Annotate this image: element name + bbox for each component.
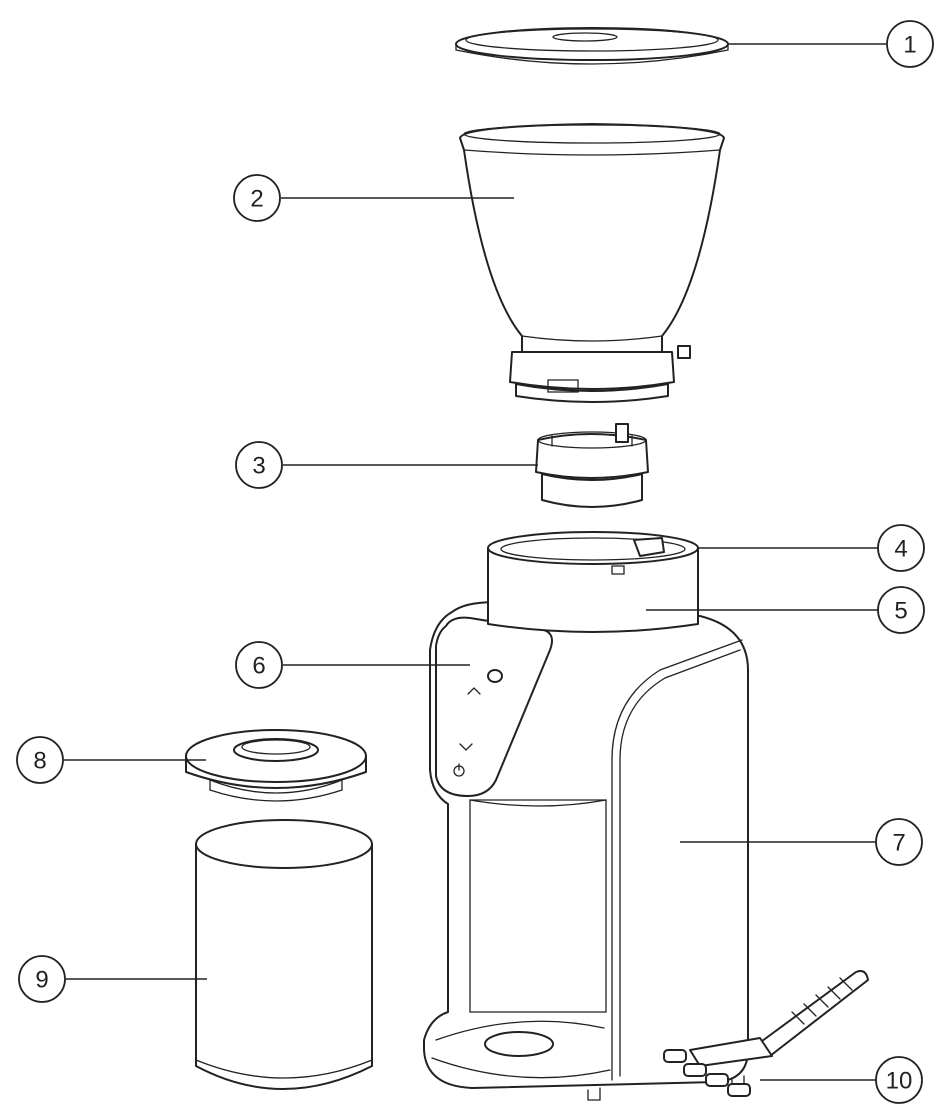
part-container-lid [185, 729, 367, 802]
part-cleaning-brush [663, 970, 869, 1097]
part-grind-ring [487, 531, 699, 633]
part-grounds-container [195, 819, 373, 1090]
callout-5: 5 [877, 586, 925, 634]
callout-3: 3 [235, 441, 283, 489]
part-bean-hopper [459, 123, 725, 403]
svg-text:4: 4 [894, 536, 907, 563]
svg-text:8: 8 [33, 748, 46, 775]
svg-text:2: 2 [250, 186, 263, 213]
part-control-panel [435, 616, 553, 797]
part-burr-collar [535, 423, 649, 508]
callout-8: 8 [16, 736, 64, 784]
callout-4: 4 [877, 524, 925, 572]
callout-10: 10 [875, 1056, 923, 1104]
leader-lines [64, 43, 886, 1081]
callout-1: 1 [886, 20, 934, 68]
callout-2: 2 [233, 174, 281, 222]
svg-text:10: 10 [886, 1068, 913, 1095]
svg-text:1: 1 [903, 32, 916, 59]
svg-text:3: 3 [252, 453, 265, 480]
callout-7: 7 [875, 818, 923, 866]
callout-6: 6 [235, 641, 283, 689]
svg-text:7: 7 [892, 830, 905, 857]
svg-text:6: 6 [252, 653, 265, 680]
part-hopper-lid [455, 27, 729, 65]
callout-9: 9 [18, 955, 66, 1003]
svg-text:5: 5 [894, 598, 907, 625]
svg-text:9: 9 [35, 967, 48, 994]
